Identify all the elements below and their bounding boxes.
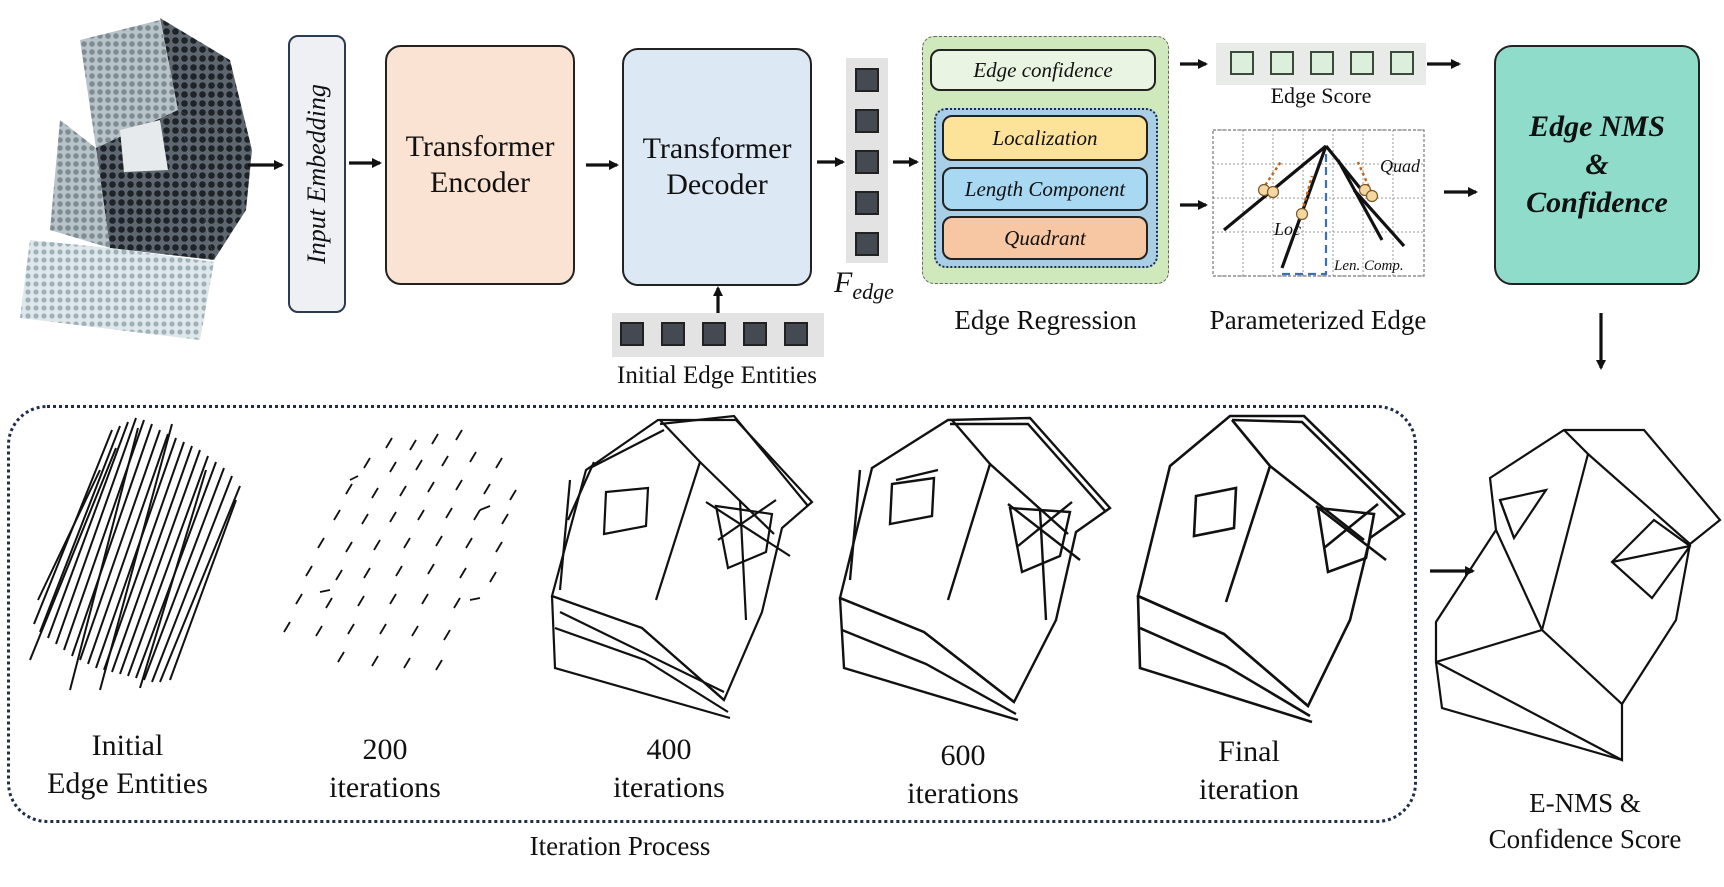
- iteration-process-label: Iteration Process: [529, 831, 711, 861]
- arrows: [248, 59, 1606, 576]
- parameterized-edge-title: Parameterized Edge: [1209, 305, 1427, 335]
- iteration-200-drawing: [283, 429, 517, 671]
- edge-regression-title: Edge Regression: [954, 305, 1137, 335]
- loc-label: Loc: [1274, 219, 1301, 239]
- edge-feature-token: [855, 109, 879, 133]
- iteration-400-drawing: [550, 414, 814, 720]
- decoder-line-1: Transformer: [642, 132, 792, 165]
- nms-line-3: Confidence: [1526, 186, 1668, 219]
- input-embedding-box: Input Embedding: [288, 35, 346, 313]
- edge-score-token: [1310, 51, 1334, 75]
- initial-entity-token: [702, 322, 726, 346]
- f-edge-label: Fedge: [834, 266, 894, 304]
- initial-entity-token: [743, 322, 767, 346]
- edge-score-token: [1390, 51, 1414, 75]
- transformer-encoder-box: Transformer Encoder: [385, 45, 575, 285]
- edge-score-label: Edge Score: [1270, 83, 1372, 108]
- edge-score-token: [1350, 51, 1374, 75]
- nms-line-2: &: [1585, 148, 1609, 181]
- edge-score-token: [1230, 51, 1254, 75]
- edge-feature-token: [855, 150, 879, 174]
- edge-feature-token: [855, 191, 879, 215]
- localization-box: Localization: [942, 115, 1148, 161]
- initial-entity-token: [661, 322, 685, 346]
- initial-edge-entities-drawing: [29, 417, 241, 691]
- decoder-line-2: Decoder: [666, 168, 768, 201]
- edge-feature-token: [855, 232, 879, 256]
- edge-score-token: [1270, 51, 1294, 75]
- edge-feature-token: [855, 68, 879, 92]
- initial-entity-token: [620, 322, 644, 346]
- transformer-decoder-box: Transformer Decoder: [622, 48, 812, 286]
- iteration-process-frame: [7, 405, 1417, 823]
- point-cloud-image: [20, 18, 252, 340]
- result-wireframe: [1434, 428, 1722, 762]
- parameterized-edge-diagram: [1212, 129, 1425, 277]
- quadrant-box: Quadrant: [942, 216, 1148, 260]
- result-label: E-NMS &Confidence Score: [1488, 788, 1682, 854]
- quad-label: Quad: [1380, 156, 1420, 176]
- initial-entity-token: [784, 322, 808, 346]
- initial-edge-entities-label: Initial Edge Entities: [617, 362, 817, 389]
- iteration-600-drawing: [838, 416, 1112, 722]
- nms-line-1: Edge NMS: [1529, 110, 1665, 143]
- edge-confidence-box: Edge confidence: [930, 49, 1156, 91]
- encoder-line-1: Transformer: [405, 130, 555, 163]
- length-component-box: Length Component: [942, 167, 1148, 211]
- edge-nms-box: Edge NMS & Confidence: [1494, 45, 1700, 285]
- final-iteration-drawing: [1136, 414, 1407, 724]
- input-embedding-label: Input Embedding: [302, 84, 331, 264]
- encoder-line-2: Encoder: [430, 166, 530, 199]
- len-comp-label: Len. Comp.: [1334, 258, 1404, 274]
